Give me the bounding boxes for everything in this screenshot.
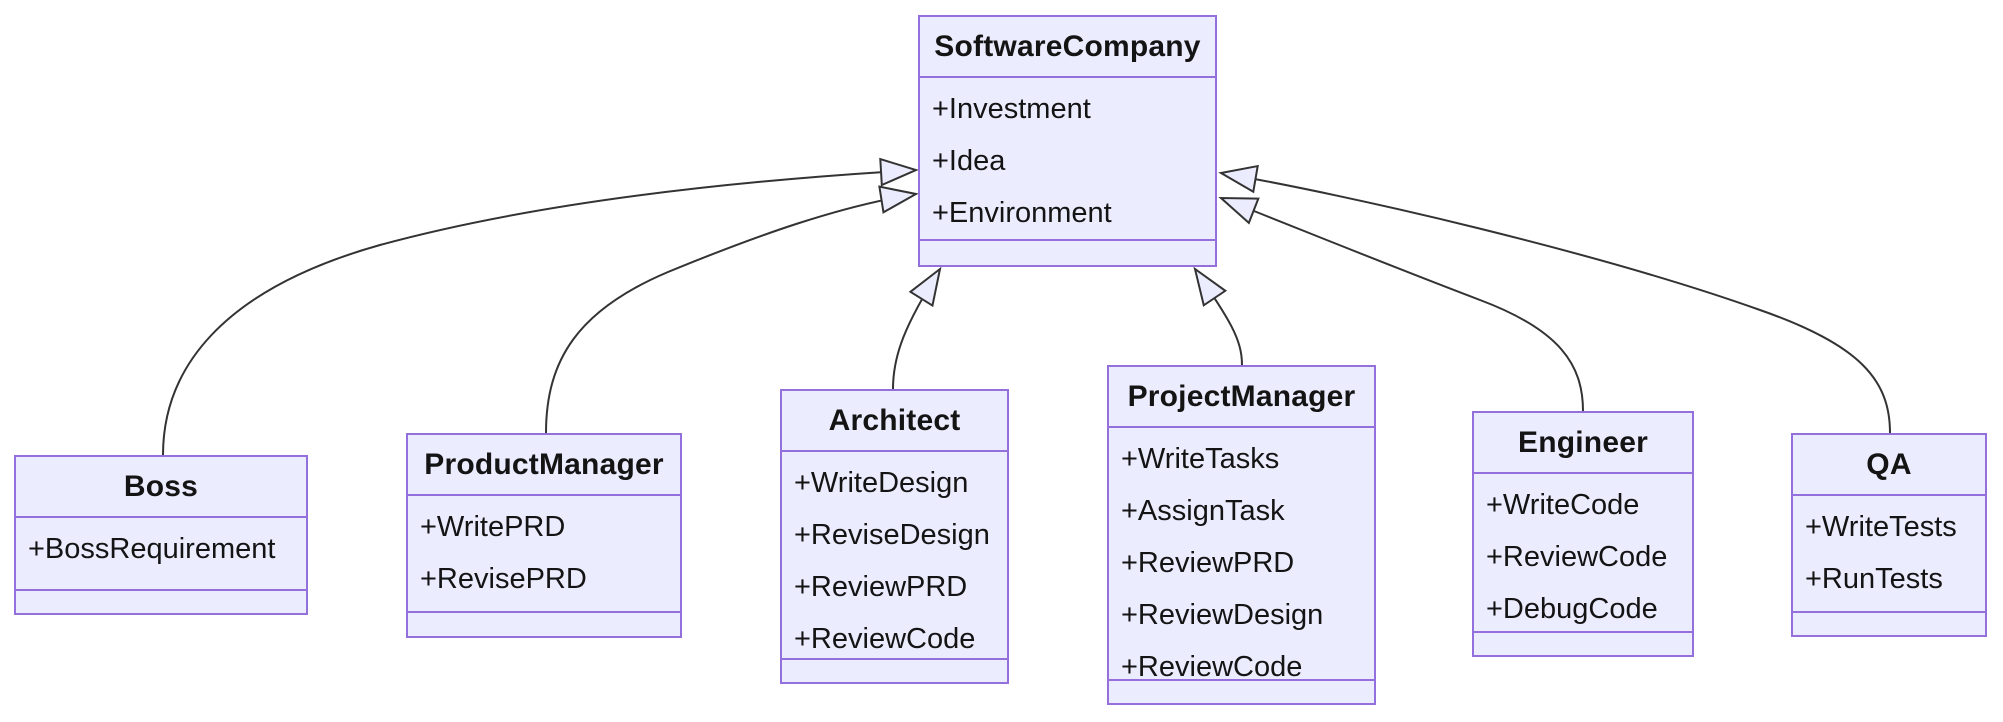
class-attribute: +WriteDesign	[794, 467, 969, 499]
class-methods	[16, 591, 306, 613]
class-node-productmanager: ProductManager +WritePRD +RevisePRD	[406, 433, 682, 638]
class-title: SoftwareCompany	[920, 17, 1215, 78]
class-title: Engineer	[1474, 413, 1692, 474]
class-attributes: +WriteCode +ReviewCode +DebugCode	[1474, 474, 1692, 633]
edge-boss-softwarecompany	[162, 157, 919, 456]
class-attributes: +WriteTasks +AssignTask +ReviewPRD +ReviewD…	[1109, 428, 1374, 681]
class-node-softwarecompany: SoftwareCompany +Investment +Idea +Environ…	[918, 15, 1217, 267]
class-attribute: +WriteCode	[1486, 489, 1640, 521]
class-attribute: +ReviewDesign	[1121, 599, 1324, 631]
class-attribute: +ReviewCode	[1486, 541, 1668, 573]
class-attribute: +WritePRD	[420, 511, 566, 543]
edge-qa-softwarecompany	[1218, 164, 1891, 434]
class-methods	[782, 660, 1007, 682]
class-methods	[1109, 681, 1374, 703]
class-attributes: +WritePRD +RevisePRD	[408, 496, 680, 613]
edge-productmanager-softwarecompany	[545, 185, 919, 434]
class-attribute: +Environment	[932, 197, 1112, 229]
edge-engineer-softwarecompany	[1218, 196, 1584, 412]
class-node-boss: Boss +BossRequirement	[14, 455, 308, 615]
class-attribute: +ReviewCode	[1121, 651, 1303, 681]
class-attribute: +AssignTask	[1121, 495, 1285, 527]
class-attribute: +WriteTests	[1805, 511, 1957, 543]
class-attributes: +WriteTests +RunTests	[1793, 496, 1985, 613]
class-node-projectmanager: ProjectManager +WriteTasks +AssignTask +Re…	[1107, 365, 1376, 705]
class-attributes: +BossRequirement	[16, 518, 306, 591]
class-methods	[408, 613, 680, 636]
class-attribute: +ReviewPRD	[794, 571, 968, 603]
class-attributes: +Investment +Idea +Environment	[920, 78, 1215, 241]
class-attribute: +Idea	[932, 145, 1006, 177]
class-attribute: +WriteTasks	[1121, 443, 1280, 475]
class-node-architect: Architect +WriteDesign +ReviseDesign +Revi…	[780, 389, 1009, 684]
class-attribute: +Investment	[932, 93, 1091, 125]
class-attributes: +WriteDesign +ReviseDesign +ReviewPRD +Revi…	[782, 452, 1007, 660]
edge-architect-softwarecompany	[892, 266, 942, 390]
class-title: Architect	[782, 391, 1007, 452]
class-methods	[1793, 613, 1985, 635]
class-title: Boss	[16, 457, 306, 518]
class-attribute: +BossRequirement	[28, 533, 276, 565]
class-attribute: +RevisePRD	[420, 563, 587, 595]
class-title: ProjectManager	[1109, 367, 1374, 428]
class-attribute: +ReviewCode	[794, 623, 976, 655]
class-title: ProductManager	[408, 435, 680, 496]
class-node-engineer: Engineer +WriteCode +ReviewCode +DebugCode	[1472, 411, 1694, 657]
class-attribute: +DebugCode	[1486, 593, 1658, 625]
class-title: QA	[1793, 435, 1985, 496]
class-node-qa: QA +WriteTests +RunTests	[1791, 433, 1987, 637]
class-methods	[920, 241, 1215, 265]
class-attribute: +ReviseDesign	[794, 519, 990, 551]
edge-projectmanager-softwarecompany	[1193, 266, 1243, 366]
class-methods	[1474, 633, 1692, 655]
class-attribute: +RunTests	[1805, 563, 1943, 595]
class-attribute: +ReviewPRD	[1121, 547, 1295, 579]
